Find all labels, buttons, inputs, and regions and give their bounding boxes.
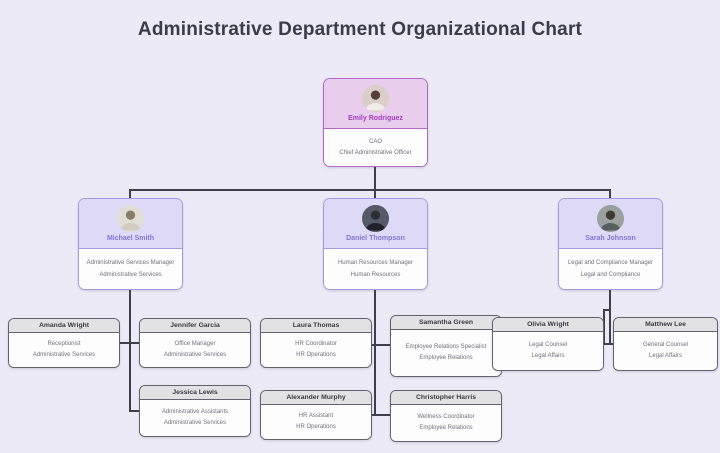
connector-line xyxy=(609,290,611,344)
node-department: Administrative Services xyxy=(163,352,227,358)
org-node-amanda-wright[interactable]: Amanda Wright Receptionist Administrativ… xyxy=(8,318,120,368)
node-title: HR Coordinator xyxy=(295,341,337,348)
node-name: Emily Rodriguez xyxy=(348,115,403,122)
node-department: Employee Relations xyxy=(419,355,473,361)
node-name: Christopher Harris xyxy=(391,391,501,405)
org-node-michael-smith[interactable]: Michael Smith Administrative Services Ma… xyxy=(78,198,183,290)
node-title: Administrative Assistants xyxy=(161,409,229,416)
org-node-jennifer-garcia[interactable]: Jennifer Garcia Office Manager Administr… xyxy=(139,318,251,368)
node-body: Employee Relations Specialist Employee R… xyxy=(391,330,501,376)
node-title: Office Manager xyxy=(174,341,216,348)
node-header: Sarah Johnson xyxy=(559,199,662,250)
node-body: Legal Counsel Legal Affairs xyxy=(493,332,603,370)
node-name: Alexander Murphy xyxy=(261,391,371,405)
node-name: Matthew Lee xyxy=(614,318,717,332)
node-title: Legal and Compliance Manager xyxy=(567,260,654,266)
node-title: Legal Counsel xyxy=(528,342,568,349)
node-department: Legal Affairs xyxy=(649,353,682,359)
node-title: Wellness Coordinator xyxy=(417,414,475,421)
node-body: HR Coordinator HR Operations xyxy=(261,333,371,367)
node-title: Employee Relations Specialist xyxy=(405,344,487,351)
org-node-samantha-green[interactable]: Samantha Green Employee Relations Specia… xyxy=(390,315,502,377)
org-node-sarah-johnson[interactable]: Sarah Johnson Legal and Compliance Manag… xyxy=(558,198,663,290)
node-body: CAO Chief Administrative Officer xyxy=(324,129,427,166)
connector-line xyxy=(374,167,376,190)
node-name: Sarah Johnson xyxy=(585,235,636,242)
node-department: Legal and Compliance xyxy=(580,271,641,278)
node-body: General Counsel Legal Affairs xyxy=(614,332,717,370)
node-department: Administrative Services xyxy=(99,271,162,278)
node-name: Jessica Lewis xyxy=(140,386,250,400)
node-title: HR Assistant xyxy=(298,413,334,420)
node-body: Legal and Compliance Manager Legal and C… xyxy=(559,249,662,289)
node-body: Administrative Services Manager Administ… xyxy=(79,249,182,289)
org-node-olivia-wright[interactable]: Olivia Wright Legal Counsel Legal Affair… xyxy=(492,317,604,371)
node-body: HR Assistant HR Operations xyxy=(261,405,371,439)
connector-line xyxy=(120,342,139,344)
org-node-jessica-lewis[interactable]: Jessica Lewis Administrative Assistants … xyxy=(139,385,251,437)
node-name: Daniel Thompson xyxy=(346,235,405,242)
connector-line xyxy=(603,309,611,311)
org-node-alexander-murphy[interactable]: Alexander Murphy HR Assistant HR Operati… xyxy=(260,390,372,440)
node-title: Administrative Services Manager xyxy=(86,260,175,266)
node-name: Samantha Green xyxy=(391,316,501,330)
org-node-laura-thomas[interactable]: Laura Thomas HR Coordinator HR Operation… xyxy=(260,318,372,368)
profile-photo-icon xyxy=(362,205,389,232)
page-title: Administrative Department Organizational… xyxy=(137,19,583,40)
node-header: Michael Smith xyxy=(79,199,182,250)
node-body: Administrative Assistants Administrative… xyxy=(140,400,250,436)
node-name: Amanda Wright xyxy=(9,319,119,333)
node-department: Legal Affairs xyxy=(531,353,565,359)
org-node-emily-rodriguez[interactable]: Emily Rodriguez CAO Chief Administrative… xyxy=(323,78,428,167)
node-department: Human Resources xyxy=(350,271,401,278)
node-name: Olivia Wright xyxy=(493,318,603,332)
node-name: Jennifer Garcia xyxy=(140,319,250,333)
connector-line xyxy=(129,290,131,412)
node-department: Administrative Services xyxy=(32,352,96,358)
connector-line xyxy=(609,189,611,198)
node-department: HR Operations xyxy=(296,352,336,358)
connector-line xyxy=(602,343,614,345)
connector-line xyxy=(129,189,611,191)
node-body: Human Resources Manager Human Resources xyxy=(324,249,427,289)
node-title: Human Resources Manager xyxy=(337,260,414,266)
connector-line xyxy=(129,189,131,198)
node-header: Daniel Thompson xyxy=(324,199,427,250)
org-node-daniel-thompson[interactable]: Daniel Thompson Human Resources Manager … xyxy=(323,198,428,290)
node-name: Laura Thomas xyxy=(261,319,371,333)
node-department: Employee Relations xyxy=(419,425,473,431)
profile-photo-icon xyxy=(117,205,144,232)
node-body: Wellness Coordinator Employee Relations xyxy=(391,405,501,441)
org-node-matthew-lee[interactable]: Matthew Lee General Counsel Legal Affair… xyxy=(613,317,718,371)
connector-line xyxy=(129,410,139,412)
node-name: Michael Smith xyxy=(106,235,155,242)
node-body: Office Manager Administrative Services xyxy=(140,333,250,367)
connector-line xyxy=(374,189,376,198)
node-department: Administrative Services xyxy=(163,420,227,426)
node-title: General Counsel xyxy=(642,342,689,349)
profile-photo-icon xyxy=(362,85,389,112)
profile-photo-icon xyxy=(597,205,624,232)
node-header: Emily Rodriguez xyxy=(324,79,427,130)
org-node-christopher-harris[interactable]: Christopher Harris Wellness Coordinator … xyxy=(390,390,502,442)
node-department: HR Operations xyxy=(296,424,336,430)
connector-line xyxy=(372,414,390,416)
node-body: Receptionist Administrative Services xyxy=(9,333,119,367)
connector-line xyxy=(374,290,376,416)
node-title: CAO xyxy=(368,138,382,145)
node-title: Receptionist xyxy=(47,341,81,348)
connector-line xyxy=(372,344,390,346)
node-department: Chief Administrative Officer xyxy=(339,150,412,157)
